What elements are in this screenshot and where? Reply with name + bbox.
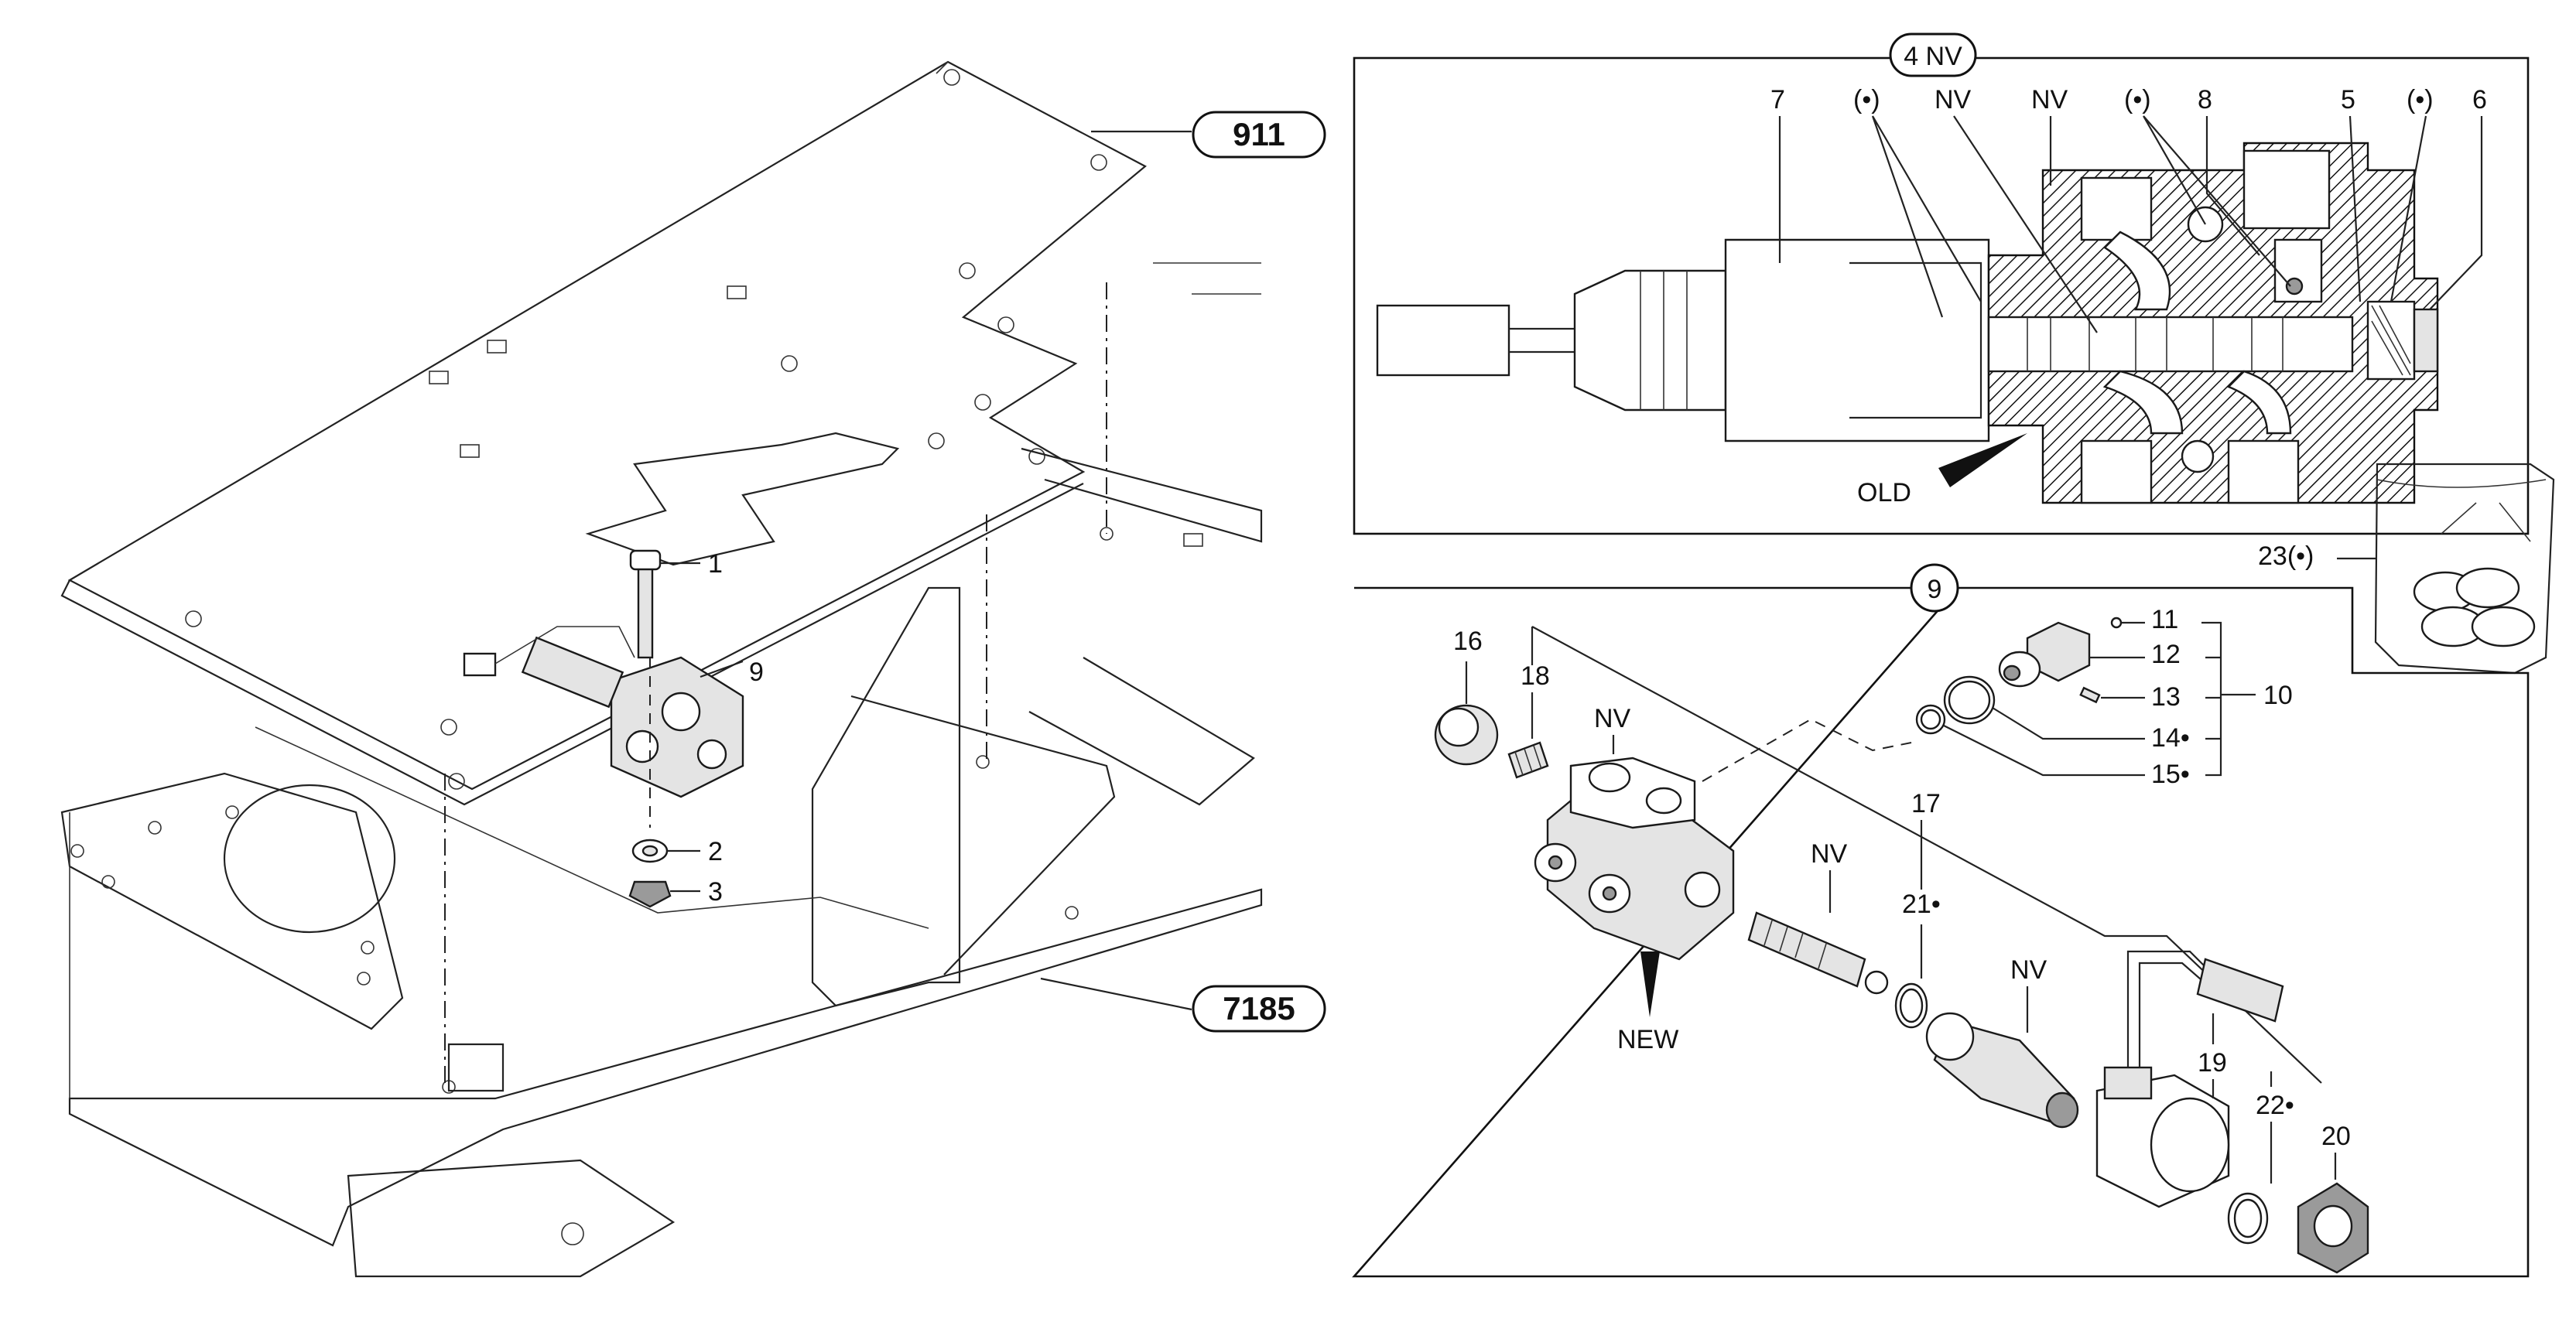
frame-left-plate	[60, 772, 404, 1030]
label-part-2: 2	[708, 837, 723, 866]
label-old: OLD	[1857, 478, 1911, 507]
coil-end	[1573, 269, 1727, 412]
port-a	[2080, 176, 2153, 241]
label-part-20: 20	[2321, 1122, 2351, 1151]
valve-block-new	[1534, 757, 1735, 961]
seal-kit-bag-part-23: 23(•)	[2258, 463, 2555, 675]
pin-part-13	[2079, 686, 2101, 704]
port-c	[2227, 439, 2300, 504]
label-nv-b: NV	[2031, 85, 2068, 114]
new-arrow-icon	[1640, 951, 1660, 1017]
nut-part-3	[628, 880, 672, 908]
nut-part-20	[2297, 1182, 2369, 1274]
floor-plate-assembly: 911 7185 1 9 2 3	[60, 60, 1326, 1278]
callout-7185[interactable]	[1192, 985, 1326, 1033]
exploded-view-9: 9 16 18 NV NEW	[1352, 563, 2530, 1278]
bolt-part-1	[629, 549, 662, 659]
label-nv-d: NV	[1811, 839, 1848, 869]
callout-4nv-label: 4 NV	[1904, 42, 1962, 71]
label-bag: 23(•)	[2258, 541, 2314, 571]
plate-bolt-holes	[185, 69, 1107, 790]
label-part-15: 15•	[2151, 760, 2190, 789]
solenoid-coil-part-7	[1724, 238, 1990, 442]
port-top	[2242, 149, 2331, 230]
exploded-view-frame	[1352, 586, 2530, 1278]
end-cap-part-6	[2413, 308, 2439, 373]
section-view-4nv: 4 NV OLD 7	[1353, 32, 2530, 535]
label-nv-e: NV	[2010, 955, 2047, 985]
label-part-17: 17	[1911, 789, 1941, 818]
callout-4nv[interactable]	[1889, 32, 1977, 77]
callout-911-label: 911	[1233, 116, 1285, 152]
label-new: NEW	[1617, 1025, 1678, 1054]
floor-plate-edge	[60, 483, 1084, 806]
label-part-13: 13	[2151, 682, 2181, 712]
label-part-14: 14•	[2151, 723, 2190, 753]
label-bullet-a: (•)	[1853, 85, 1880, 114]
label-part-9: 9	[749, 658, 764, 687]
plug-part-12	[1998, 621, 2091, 688]
label-nv-c: NV	[1594, 704, 1631, 733]
old-arrow-icon	[1938, 433, 2027, 487]
callout-9-label: 9	[1928, 575, 1942, 604]
cap-part-16	[1434, 704, 1499, 766]
label-part-5: 5	[2341, 85, 2355, 114]
spool	[1987, 316, 2354, 373]
frame-upright	[811, 586, 961, 1007]
label-bullet-c: (•)	[2407, 85, 2434, 114]
callout-7185-label: 7185	[1223, 990, 1295, 1027]
label-part-21: 21•	[1902, 890, 1941, 919]
label-bullet-b: (•)	[2124, 85, 2151, 114]
frame-round-opening	[223, 784, 396, 934]
spring-part-18	[1507, 741, 1549, 779]
label-part-10: 10	[2263, 681, 2293, 710]
frame-lower-beam	[68, 888, 1263, 1247]
label-part-18: 18	[1521, 661, 1550, 691]
bag-outline	[2374, 463, 2555, 675]
tube-part-nv	[1925, 1012, 2079, 1129]
coil-part-19	[2095, 950, 2284, 1208]
connector-plug	[1376, 304, 1510, 377]
label-part-6: 6	[2472, 85, 2487, 114]
cartridge-valve	[1747, 911, 1889, 995]
callout-9[interactable]	[1910, 563, 1959, 613]
floor-plate-cutout	[585, 432, 900, 566]
label-part-11: 11	[2151, 605, 2178, 634]
label-part-7: 7	[1770, 85, 1785, 114]
plate-slots	[429, 285, 1203, 547]
label-part-12: 12	[2151, 640, 2181, 669]
ball-part-11	[2110, 617, 2123, 629]
label-part-16: 16	[1453, 627, 1483, 656]
label-part-3: 3	[708, 877, 723, 907]
label-part-19: 19	[2198, 1048, 2227, 1078]
label-part-1: 1	[708, 549, 723, 579]
frame-bolt-holes	[70, 527, 1114, 1094]
frame-foot	[347, 1159, 676, 1278]
port-b	[2080, 439, 2153, 504]
callout-911[interactable]	[1192, 111, 1326, 159]
label-nv-a: NV	[1935, 85, 1972, 114]
floor-plate-outline	[67, 60, 1147, 791]
label-part-22: 22•	[2256, 1091, 2294, 1120]
label-part-8: 8	[2198, 85, 2212, 114]
